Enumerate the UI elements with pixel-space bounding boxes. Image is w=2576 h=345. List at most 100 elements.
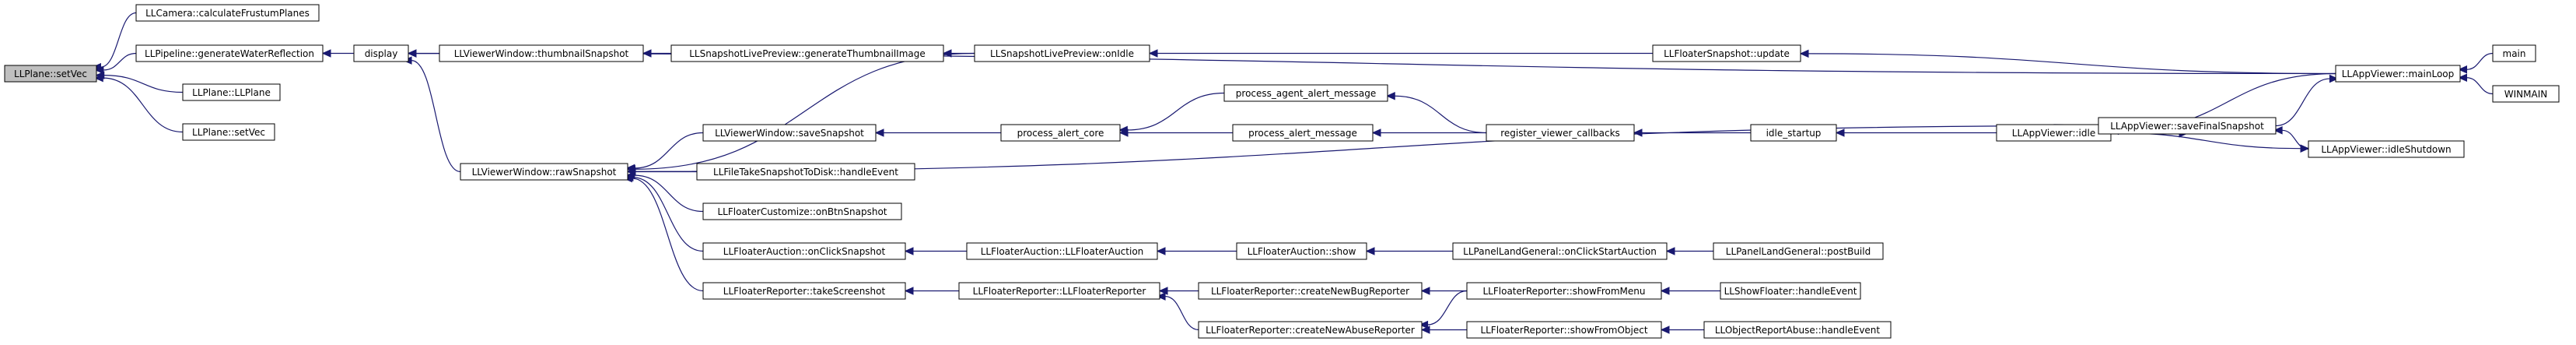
node-label: WINMAIN: [2504, 89, 2547, 100]
node-llobjectreportabuse-handleevent[interactable]: LLObjectReportAbuse::handleEvent: [1703, 321, 1892, 339]
edge-process-agent-alert-message-to-process-alert-core: [1118, 92, 1225, 135]
edge-llfloaterauction-onclicksnapshot-to-llviewerwindow-rawsnapshot: [624, 173, 704, 252]
node-llsnapshotlivepreview-onidle[interactable]: LLSnapshotLivePreview::onIdle: [974, 44, 1150, 62]
node-display[interactable]: display: [353, 44, 409, 62]
node-label: LLFloaterReporter::showFromObject: [1480, 325, 1647, 336]
node-label: LLViewerWindow::thumbnailSnapshot: [454, 48, 629, 59]
node-llplane-llplane[interactable]: LLPlane::LLPlane: [182, 83, 281, 101]
node-llviewerwindow-thumbnailsnapshot[interactable]: LLViewerWindow::thumbnailSnapshot: [439, 44, 644, 62]
node-llcamera-calculatefrustumplanes[interactable]: LLCamera::calculateFrustumPlanes: [135, 4, 320, 22]
node-llappviewer-savefinalsnapshot[interactable]: LLAppViewer::saveFinalSnapshot: [2098, 117, 2277, 135]
edge-main-to-llappviewer-mainloop: [2458, 52, 2494, 74]
edge-llappviewer-savefinalsnapshot-to-llappviewer-mainloop: [2275, 74, 2339, 127]
node-llfloaterauction-onclicksnapshot[interactable]: LLFloaterAuction::onClickSnapshot: [702, 242, 906, 260]
node-llpanellandgeneral-onclickstartauction[interactable]: LLPanelLandGeneral::onClickStartAuction: [1452, 242, 1668, 260]
node-llfloaterreporter-llfloaterreporter[interactable]: LLFloaterReporter::LLFloaterReporter: [958, 282, 1160, 300]
edge-llpanellandgeneral-postbuild-to-llpanellandgeneral-onclickstartauction: [1665, 247, 1713, 255]
node-box: [702, 202, 902, 220]
node-box: [702, 282, 906, 300]
node-box: [2492, 44, 2536, 62]
edge-display-to-llpipeline-generatewaterreflection: [321, 49, 355, 58]
node-llappviewer-idleshutdown[interactable]: LLAppViewer::idleShutdown: [2308, 140, 2465, 158]
node-box: [1466, 321, 1662, 339]
node-label: LLViewerWindow::rawSnapshot: [472, 167, 617, 178]
node-label: LLFloaterAuction::show: [1248, 246, 1356, 257]
node-box: [1703, 321, 1892, 339]
node-winmain[interactable]: WINMAIN: [2492, 85, 2560, 103]
node-label: LLFloaterReporter::LLFloaterReporter: [973, 286, 1146, 297]
node-box: [4, 65, 97, 83]
node-process-alert-message[interactable]: process_alert_message: [1232, 124, 1374, 142]
node-box: [670, 44, 944, 62]
node-llplane-setvec[interactable]: LLPlane::setVec: [4, 65, 97, 83]
node-label: LLSnapshotLivePreview::onIdle: [990, 48, 1134, 59]
node-label: LLFloaterAuction::onClickSnapshot: [723, 246, 886, 257]
node-label: LLObjectReportAbuse::handleEvent: [1715, 325, 1881, 336]
node-llfloaterreporter-createnewabusereporter[interactable]: LLFloaterReporter::createNewAbuseReporte…: [1198, 321, 1423, 339]
node-box: [1486, 124, 1635, 142]
node-process-alert-core[interactable]: process_alert_core: [1000, 124, 1121, 142]
node-label: main: [2503, 48, 2526, 59]
node-box: [439, 44, 644, 62]
node-box: [353, 44, 409, 62]
node-llfloaterreporter-showfromobject[interactable]: LLFloaterReporter::showFromObject: [1466, 321, 1662, 339]
node-register-viewer-callbacks[interactable]: register_viewer_callbacks: [1486, 124, 1635, 142]
node-llviewerwindow-rawsnapshot[interactable]: LLViewerWindow::rawSnapshot: [460, 163, 628, 181]
edge-llshowfloater-handleevent-to-llfloaterreporter-showfrommenu: [1660, 287, 1721, 295]
node-llplane-setvec-callee[interactable]: LLPlane::setVec: [182, 123, 275, 141]
node-llpipeline-generatewaterreflection[interactable]: LLPipeline::generateWaterReflection: [135, 44, 324, 62]
node-label: LLFloaterReporter::createNewBugReporter: [1211, 286, 1409, 297]
node-box: [966, 242, 1158, 260]
edge-llcamera-calculatefrustumplanes-to-llplane-setvec: [92, 12, 137, 72]
node-label: LLAppViewer::idle: [2012, 128, 2095, 139]
node-label: LLPanelLandGeneral::onClickStartAuction: [1463, 246, 1657, 257]
node-box: [2098, 117, 2277, 135]
edge-winmain-to-llappviewer-mainloop: [2458, 73, 2494, 95]
node-llviewerwindow-savesnapshot[interactable]: LLViewerWindow::saveSnapshot: [702, 124, 877, 142]
node-llsnapshotlivepreview-generatethumbnailimage[interactable]: LLSnapshotLivePreview::generateThumbnail…: [670, 44, 944, 62]
node-llfloaterreporter-takescreenshot[interactable]: LLFloaterReporter::takeScreenshot: [702, 282, 906, 300]
node-box: [182, 83, 281, 101]
node-llfloaterreporter-showfrommenu[interactable]: LLFloaterReporter::showFromMenu: [1466, 282, 1662, 300]
node-box: [135, 44, 324, 62]
node-box: [2308, 140, 2465, 158]
edge-llfloaterauction-llfloaterauction-to-llfloaterauction-onclicksnapshot: [904, 247, 967, 255]
node-box: [702, 242, 906, 260]
node-llfiletakesnapshottodisk-handleevent[interactable]: LLFileTakeSnapshotToDisk::handleEvent: [696, 163, 915, 181]
node-box: [958, 282, 1160, 300]
node-main[interactable]: main: [2492, 44, 2536, 62]
node-idle-startup[interactable]: idle_startup: [1750, 124, 1837, 142]
node-box: [696, 163, 915, 181]
edge-llplane-llplane-to-llplane-setvec: [95, 71, 184, 93]
node-label: LLFloaterSnapshot::update: [1664, 48, 1790, 59]
node-box: [974, 44, 1150, 62]
node-llappviewer-mainloop[interactable]: LLAppViewer::mainLoop: [2335, 65, 2461, 83]
node-llshowfloater-handleevent[interactable]: LLShowFloater::handleEvent: [1720, 282, 1861, 300]
node-label: LLFloaterReporter::createNewAbuseReporte…: [1206, 325, 1415, 336]
node-label: LLFloaterCustomize::onBtnSnapshot: [718, 206, 887, 217]
node-llfloatercustomize-onbtnsnapshot[interactable]: LLFloaterCustomize::onBtnSnapshot: [702, 202, 902, 220]
node-box: [135, 4, 320, 22]
node-label: LLSnapshotLivePreview::generateThumbnail…: [689, 48, 926, 59]
node-box: [2492, 85, 2560, 103]
node-box: [1720, 282, 1861, 300]
node-box: [182, 123, 275, 141]
node-label: process_agent_alert_message: [1236, 88, 1376, 99]
node-llappviewer-idle[interactable]: LLAppViewer::idle: [1996, 124, 2112, 142]
node-label: LLFloaterAuction::LLFloaterAuction: [981, 246, 1144, 257]
node-llpanellandgeneral-postbuild[interactable]: LLPanelLandGeneral::postBuild: [1713, 242, 1884, 260]
node-box: [1452, 242, 1668, 260]
node-llfloatersnapshot-update[interactable]: LLFloaterSnapshot::update: [1652, 44, 1801, 62]
node-llfloaterauction-show[interactable]: LLFloaterAuction::show: [1236, 242, 1367, 260]
node-box: [1000, 124, 1121, 142]
edge-llfloaterreporter-showfromobject-to-llfloaterreporter-createnewabusereporter: [1420, 326, 1467, 334]
edge-llappviewer-idle-to-idle-startup: [1835, 128, 1997, 137]
node-llfloaterreporter-createnewbugreporter[interactable]: LLFloaterReporter::createNewBugReporter: [1198, 282, 1423, 300]
edge-llfloaterreporter-showfrommenu-to-llfloaterreporter-createnewbugreporter: [1420, 287, 1468, 295]
edge-llappviewer-idle-to-llappviewer-idleshutdown: [2110, 132, 2310, 153]
node-label: register_viewer_callbacks: [1500, 128, 1620, 139]
node-box: [1198, 321, 1423, 339]
node-label: LLFloaterReporter::showFromMenu: [1483, 286, 1646, 297]
node-llfloaterauction-llfloaterauction[interactable]: LLFloaterAuction::LLFloaterAuction: [966, 242, 1158, 260]
node-process-agent-alert-message[interactable]: process_agent_alert_message: [1223, 84, 1388, 102]
